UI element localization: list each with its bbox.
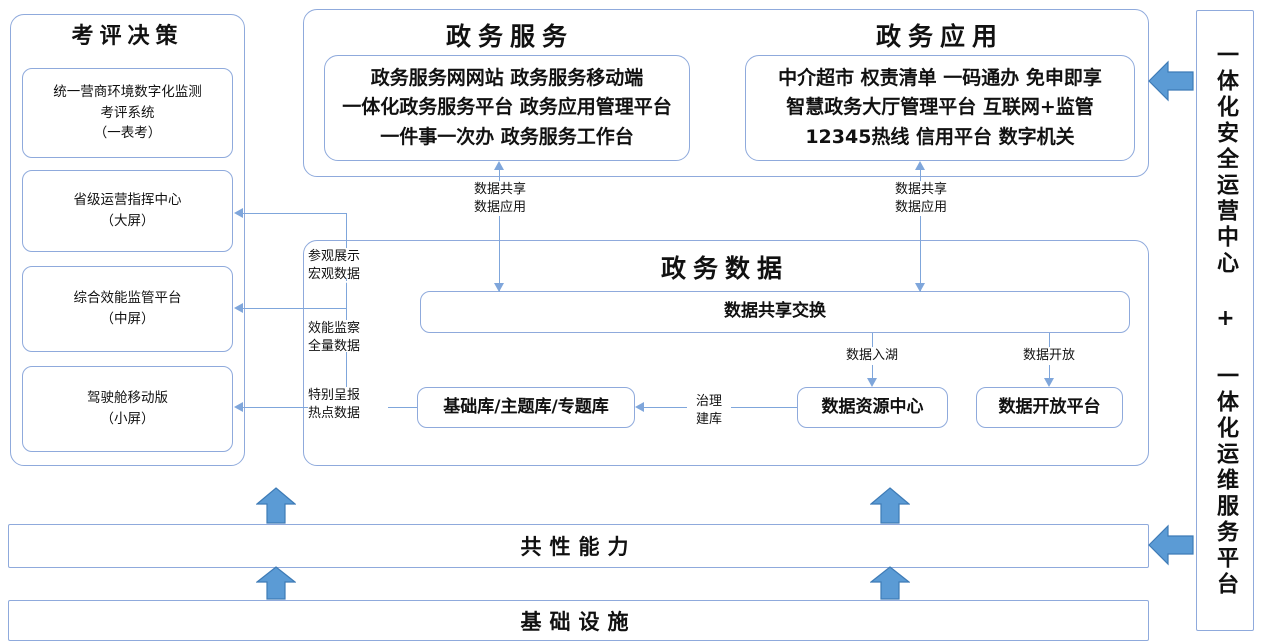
left-panel-item-1-line-1: 统一营商环境数字化监测 — [53, 83, 202, 100]
connector-data-to-application-label: 数据共享 数据应用 — [861, 181, 981, 217]
application-line-2: 智慧政务大厅管理平台 互联网+监管 — [786, 96, 1094, 119]
left-panel-item-2-line-1: 省级运营指挥中心 — [73, 192, 182, 209]
connector-governance-arrowhead — [635, 401, 644, 412]
connector-label-divider-1 — [346, 278, 347, 300]
connector-special-report-label-line-1: 特别呈报 — [308, 388, 361, 403]
up-arrow-infrastructure-to-capability-left — [256, 566, 296, 600]
connector-data-to-application-label-line-2: 数据应用 — [894, 199, 947, 215]
connector-data-lake-arrowhead — [866, 378, 877, 387]
service-line-1: 政务服务网网站 政务服务移动端 — [370, 66, 644, 89]
right-panel-label: 一体化安全运营中心 + 一体化运维服务平台 — [1213, 43, 1238, 598]
connector-exhibit-label-line-1: 参观展示 — [308, 249, 361, 264]
common-capability-label: 共性能力 — [520, 535, 637, 559]
connector-data-to-service-label: 数据共享 数据应用 — [440, 181, 560, 217]
resource-center-box[interactable]: 数据资源中心 — [797, 387, 948, 428]
left-panel-item-1[interactable]: 统一营商环境数字化监测 考评系统 （一表考） — [22, 68, 233, 158]
connector-data-to-application-arrowhead — [914, 161, 925, 170]
application-line-3: 12345热线 信用平台 数字机关 — [805, 125, 1075, 148]
left-panel-title: 考评决策 — [71, 24, 184, 49]
connector-data-to-application-label-line-1: 数据共享 — [894, 182, 947, 197]
data-panel-title: 政务数据 — [660, 254, 789, 283]
connector-efficiency-label-line-2: 全量数据 — [308, 338, 361, 354]
connector-service-down-arrowhead — [493, 283, 504, 292]
connector-exhibit-label: 参观展示 宏观数据 — [308, 248, 388, 284]
left-arrow-to-application-panel — [1148, 60, 1194, 102]
open-platform-label: 数据开放平台 — [998, 396, 1101, 417]
left-panel-item-2-line-2: （大屏） — [100, 213, 155, 229]
connector-data-open-label: 数据开放 — [1004, 347, 1094, 365]
connector-exhibit-arrowhead — [234, 207, 243, 218]
left-panel-item-4-line-1: 驾驶舱移动版 — [87, 390, 168, 407]
service-line-2: 一体化政务服务平台 政务应用管理平台 — [342, 96, 672, 119]
common-capability-bar[interactable]: 共性能力 — [8, 524, 1149, 568]
connector-exhibit-label-line-2: 宏观数据 — [308, 266, 361, 282]
connector-label-divider-2 — [346, 352, 347, 380]
left-panel-item-4-line-2: （小屏） — [100, 411, 155, 427]
infrastructure-label: 基础设施 — [520, 609, 637, 634]
left-panel-item-3[interactable]: 综合效能监管平台 （中屏） — [22, 266, 233, 352]
connector-governance-label-line-2: 建库 — [695, 411, 722, 427]
service-panel-title: 政务服务 — [445, 22, 574, 51]
data-sharing-exchange-box[interactable]: 数据共享交换 — [420, 291, 1130, 333]
left-panel-item-1-line-2: 考评系统 — [100, 104, 155, 121]
connector-exhibit-line — [243, 213, 347, 214]
infrastructure-bar[interactable]: 基础设施 — [8, 600, 1149, 641]
left-panel-item-3-line-1: 综合效能监管平台 — [73, 290, 182, 307]
connector-efficiency-arrowhead — [234, 302, 243, 313]
connector-governance-label: 治理 建库 — [687, 393, 731, 429]
connector-efficiency-line — [243, 308, 347, 309]
left-panel-item-1-line-3: （一表考） — [93, 125, 162, 142]
connector-special-report-label: 特别呈报 热点数据 — [308, 387, 388, 423]
connector-data-to-service-label-line-1: 数据共享 — [473, 182, 526, 197]
application-panel-title: 政务应用 — [875, 22, 1004, 51]
connector-special-report-arrowhead — [234, 401, 243, 412]
right-panel-security-ops — [1196, 10, 1254, 631]
connector-efficiency-label: 效能监察 全量数据 — [308, 320, 388, 356]
connector-data-to-service-arrowhead — [493, 161, 504, 170]
connector-data-to-application — [920, 170, 921, 292]
connector-data-open-arrowhead — [1043, 378, 1054, 387]
left-panel-item-2[interactable]: 省级运营指挥中心 （大屏） — [22, 170, 233, 252]
library-label: 基础库/主题库/专题库 — [443, 396, 609, 417]
application-panel-box[interactable]: 中介超市 权责清单 一码通办 免申即享 智慧政务大厅管理平台 互联网+监管 12… — [745, 55, 1135, 161]
connector-data-to-service — [499, 170, 500, 292]
left-panel-item-3-line-2: （中屏） — [100, 311, 155, 327]
data-sharing-exchange-label: 数据共享交换 — [724, 301, 826, 322]
up-arrow-capability-to-data-left — [256, 487, 296, 524]
open-platform-box[interactable]: 数据开放平台 — [976, 387, 1123, 428]
connector-data-to-service-label-line-2: 数据应用 — [473, 199, 526, 215]
connector-data-lake-label: 数据入湖 — [827, 347, 917, 365]
resource-center-label: 数据资源中心 — [821, 396, 924, 417]
up-arrow-capability-to-data-right — [870, 487, 910, 524]
up-arrow-infrastructure-to-capability-right — [870, 566, 910, 600]
connector-feedback-spine — [346, 213, 347, 407]
connector-governance-label-line-1: 治理 — [695, 394, 722, 409]
service-panel-box[interactable]: 政务服务网网站 政务服务移动端 一体化政务服务平台 政务应用管理平台 一件事一次… — [324, 55, 690, 161]
connector-special-report-label-line-2: 热点数据 — [308, 405, 361, 421]
left-panel-item-4[interactable]: 驾驶舱移动版 （小屏） — [22, 366, 233, 452]
service-line-3: 一件事一次办 政务服务工作台 — [380, 125, 634, 148]
connector-application-down-arrowhead — [914, 283, 925, 292]
library-box[interactable]: 基础库/主题库/专题库 — [417, 387, 635, 428]
left-arrow-to-capability-bar — [1148, 524, 1194, 566]
application-line-1: 中介超市 权责清单 一码通办 免申即享 — [778, 66, 1102, 89]
connector-efficiency-label-line-1: 效能监察 — [308, 321, 361, 336]
